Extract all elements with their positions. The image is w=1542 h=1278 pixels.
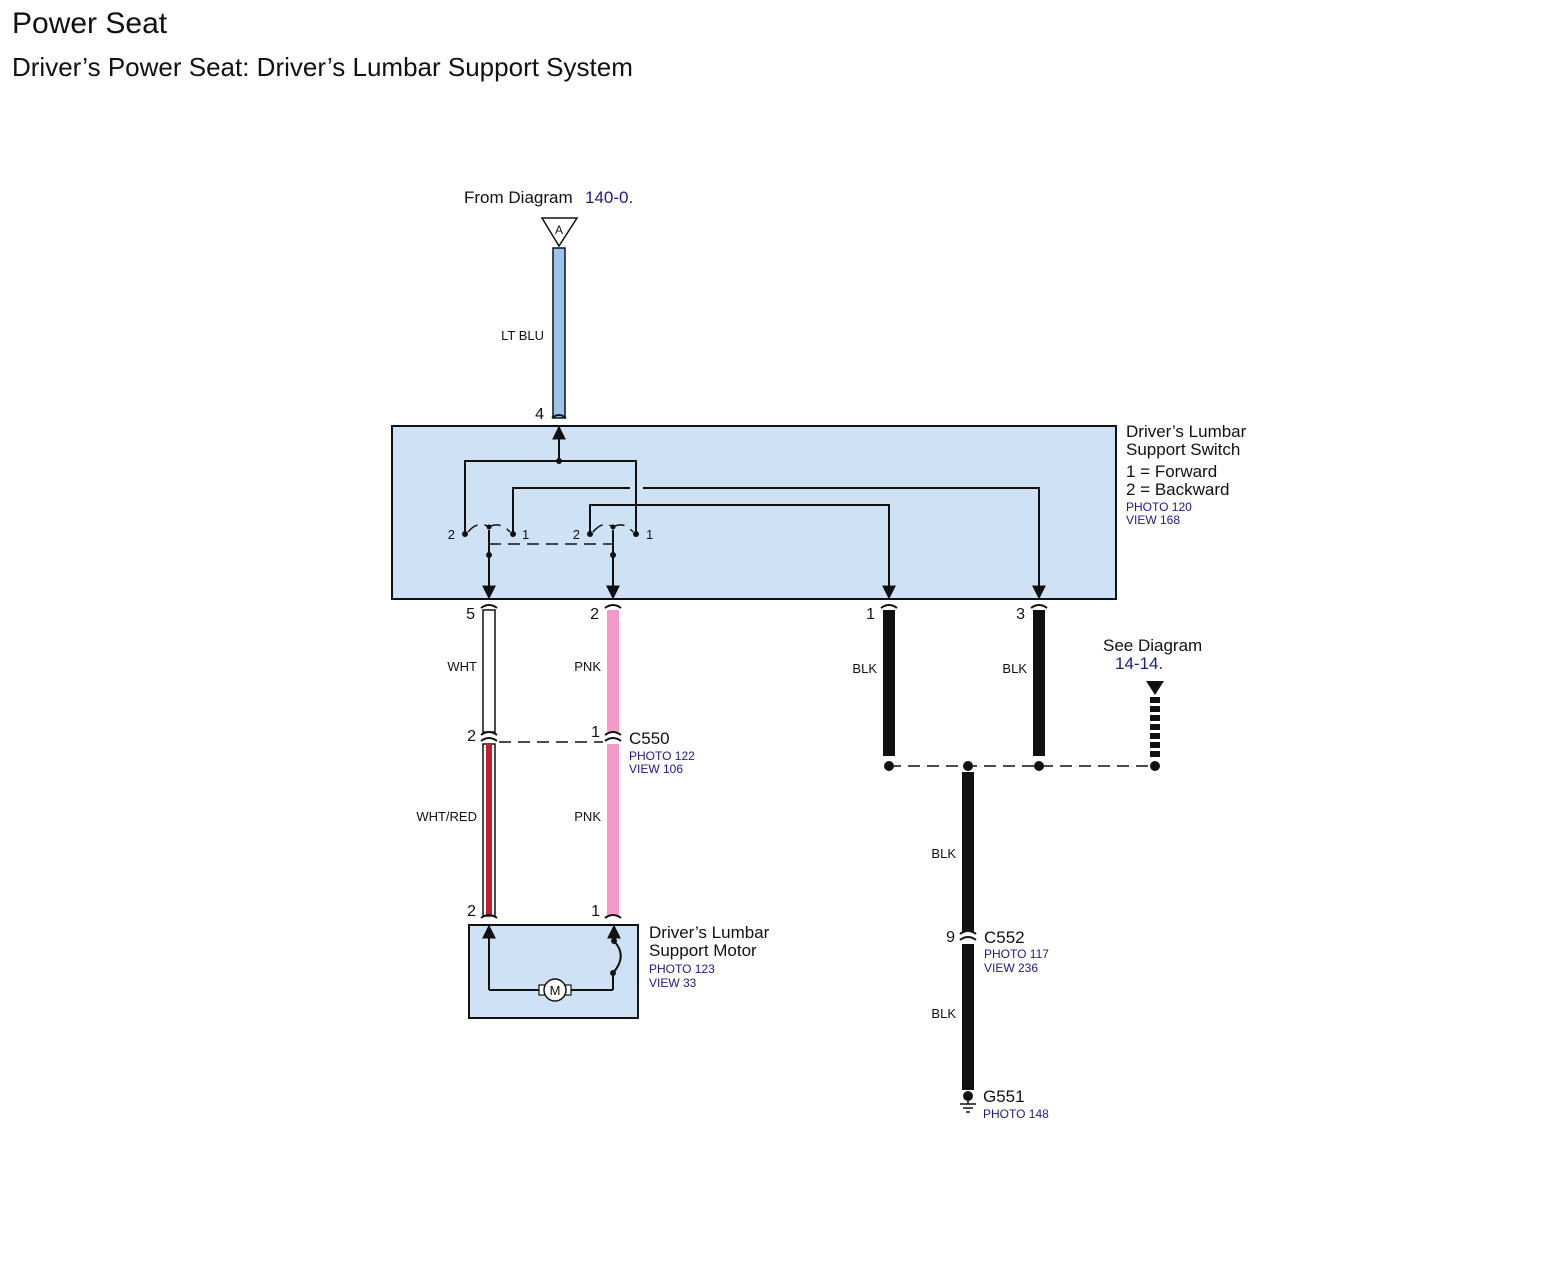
wire-label-lt-blu: LT BLU <box>501 328 544 343</box>
page-title: Power Seat <box>12 7 168 40</box>
contact-a-label-1: 1 <box>522 527 529 542</box>
motor-view-link[interactable]: VIEW 33 <box>649 976 697 990</box>
see-diagram-arrow-icon <box>1146 681 1164 760</box>
motor-name-line2: Support Motor <box>649 941 757 960</box>
wire-blk-pin3 <box>1033 610 1045 756</box>
switch-pin-4-terminal <box>551 414 567 419</box>
from-diagram-reference[interactable]: From Diagram 140-0. <box>464 188 633 207</box>
wire-label-blk-lower: BLK <box>931 1006 956 1021</box>
wire-wht <box>482 609 496 733</box>
wire-label-blk-pin3: BLK <box>1002 661 1027 676</box>
motor-symbol-icon: M <box>538 978 572 1002</box>
page-subtitle: Driver’s Power Seat: Driver’s Lumbar Sup… <box>12 52 633 82</box>
c550-view-link[interactable]: VIEW 106 <box>629 762 683 776</box>
motor-symbol-letter: M <box>550 983 561 998</box>
from-diagram-number-link[interactable]: 140-0. <box>585 188 633 207</box>
switch-pin-2: 2 <box>590 606 599 623</box>
switch-position-backward: 2 = Backward <box>1126 480 1229 499</box>
see-diagram-label: See Diagram <box>1103 636 1202 655</box>
wire-lt-blu <box>552 247 566 419</box>
motor-name-line1: Driver’s Lumbar <box>649 923 770 942</box>
contact-b-label-1: 1 <box>646 527 653 542</box>
c550-pin-1: 1 <box>591 724 600 741</box>
lumbar-motor-label: Driver’s Lumbar Support Motor PHOTO 123 … <box>649 923 770 990</box>
motor-internal-wiring <box>482 924 622 991</box>
c552-name: C552 <box>984 928 1025 947</box>
ground-splice-bus <box>884 761 1160 771</box>
c550-photo-link[interactable]: PHOTO 122 <box>629 749 695 763</box>
motor-terminal-1 <box>604 914 622 919</box>
wire-blk-lower <box>962 944 974 1090</box>
c550-connector[interactable] <box>480 731 622 743</box>
switch-pin-5: 5 <box>466 606 475 623</box>
lumbar-motor-box[interactable] <box>468 924 639 1019</box>
c550-pin-2: 2 <box>467 728 476 745</box>
c552-connector[interactable] <box>959 930 977 941</box>
switch-position-forward: 1 = Forward <box>1126 462 1217 481</box>
wire-label-blk-pin1: BLK <box>852 661 877 676</box>
switch-internal-wiring <box>462 425 1046 600</box>
wire-label-wht: WHT <box>447 659 477 674</box>
c552-pin-9: 9 <box>946 929 955 946</box>
wire-blk-ground <box>962 772 974 932</box>
switch-name-line2: Support Switch <box>1126 440 1240 459</box>
switch-photo-link[interactable]: PHOTO 120 <box>1126 500 1192 514</box>
wire-label-pnk-upper: PNK <box>574 659 601 674</box>
see-diagram-reference[interactable]: See Diagram 14-14. <box>1103 636 1202 673</box>
lumbar-switch-label: Driver’s Lumbar Support Switch 1 = Forwa… <box>1126 422 1247 527</box>
switch-view-link[interactable]: VIEW 168 <box>1126 513 1180 527</box>
wire-wht-red <box>482 743 496 917</box>
connector-a-letter: A <box>555 223 563 237</box>
lumbar-switch-box[interactable] <box>391 425 1117 600</box>
switch-bottom-terminals <box>480 604 1048 609</box>
switch-name-line1: Driver’s Lumbar <box>1126 422 1247 441</box>
wire-blk-pin1 <box>883 610 895 756</box>
contact-b-label-2: 2 <box>573 527 580 542</box>
from-diagram-label: From Diagram <box>464 188 573 207</box>
wire-label-pnk-lower: PNK <box>574 809 601 824</box>
c552-photo-link[interactable]: PHOTO 117 <box>984 947 1049 961</box>
wire-label-wht-red: WHT/RED <box>416 809 477 824</box>
wire-label-blk-ground: BLK <box>931 846 956 861</box>
contact-a-label-2: 2 <box>448 527 455 542</box>
switch-pin-1: 1 <box>866 606 875 623</box>
ground-symbol-icon <box>960 1091 976 1113</box>
see-diagram-number-link[interactable]: 14-14. <box>1115 654 1163 673</box>
switch-pin-4: 4 <box>535 406 544 423</box>
switch-pin-3: 3 <box>1016 606 1025 623</box>
c550-name: C550 <box>629 729 670 748</box>
motor-pin-1: 1 <box>591 903 600 920</box>
motor-photo-link[interactable]: PHOTO 123 <box>649 962 715 976</box>
c552-view-link[interactable]: VIEW 236 <box>984 961 1038 975</box>
g551-name: G551 <box>983 1087 1025 1106</box>
g551-photo-link[interactable]: PHOTO 148 <box>983 1107 1049 1121</box>
wire-pnk-lower <box>607 744 619 916</box>
connector-a-triangle-icon: A <box>540 217 579 248</box>
motor-terminal-2 <box>480 914 498 919</box>
wire-pnk-upper <box>607 610 619 732</box>
motor-pin-2: 2 <box>467 903 476 920</box>
